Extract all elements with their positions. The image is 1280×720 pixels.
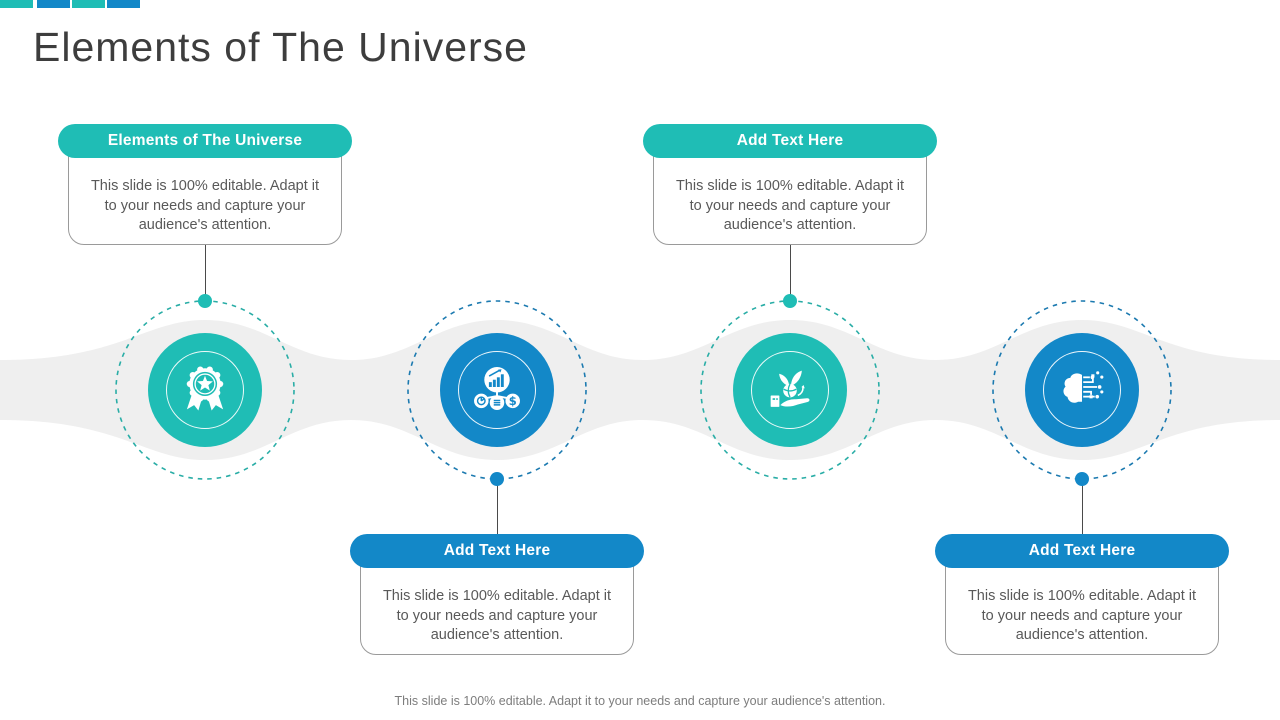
callout-header[interactable]: Add Text Here (350, 534, 644, 568)
callout-body-text[interactable]: This slide is 100% editable. Adapt it to… (967, 588, 1197, 643)
timeline-node-3 (733, 333, 847, 447)
node-inner-ring (166, 351, 244, 429)
decor-bar (0, 0, 33, 8)
connector-dot (490, 472, 504, 486)
callout-body-text[interactable]: This slide is 100% editable. Adapt it to… (382, 588, 612, 643)
node-inner-ring (751, 351, 829, 429)
connector-dot (1075, 472, 1089, 486)
node-inner-ring (458, 351, 536, 429)
connector-line (204, 245, 206, 297)
dashed-ring (992, 300, 1172, 480)
connector-line (789, 245, 791, 297)
connector-line (1081, 483, 1083, 535)
callout-header[interactable]: Elements of The Universe (58, 124, 352, 158)
dashed-ring (407, 300, 587, 480)
growth-hand-plant-icon (770, 370, 810, 407)
callout-body-text[interactable]: This slide is 100% editable. Adapt it to… (675, 178, 905, 233)
connector-dot (198, 294, 212, 308)
connector-dot (783, 294, 797, 308)
callout-body-text[interactable]: This slide is 100% editable. Adapt it to… (90, 178, 320, 233)
decor-bar (107, 0, 140, 8)
business-analytics-icon: $ (474, 367, 520, 410)
callout-header[interactable]: Add Text Here (935, 534, 1229, 568)
connector-line (496, 483, 498, 535)
node-inner-ring (1043, 351, 1121, 429)
timeline-node-2: $ (440, 333, 554, 447)
callout-header[interactable]: Add Text Here (643, 124, 937, 158)
page-title[interactable]: Elements of The Universe (33, 24, 528, 70)
svg-text:$: $ (509, 394, 517, 408)
timeline-node-1 (148, 333, 262, 447)
decor-bar (72, 0, 105, 8)
timeline-node-4 (1025, 333, 1139, 447)
footer-note[interactable]: This slide is 100% editable. Adapt it to… (394, 694, 886, 708)
award-ribbon-icon (186, 366, 224, 411)
decor-bar (37, 0, 70, 8)
ai-brain-circuit-icon (1063, 371, 1104, 403)
